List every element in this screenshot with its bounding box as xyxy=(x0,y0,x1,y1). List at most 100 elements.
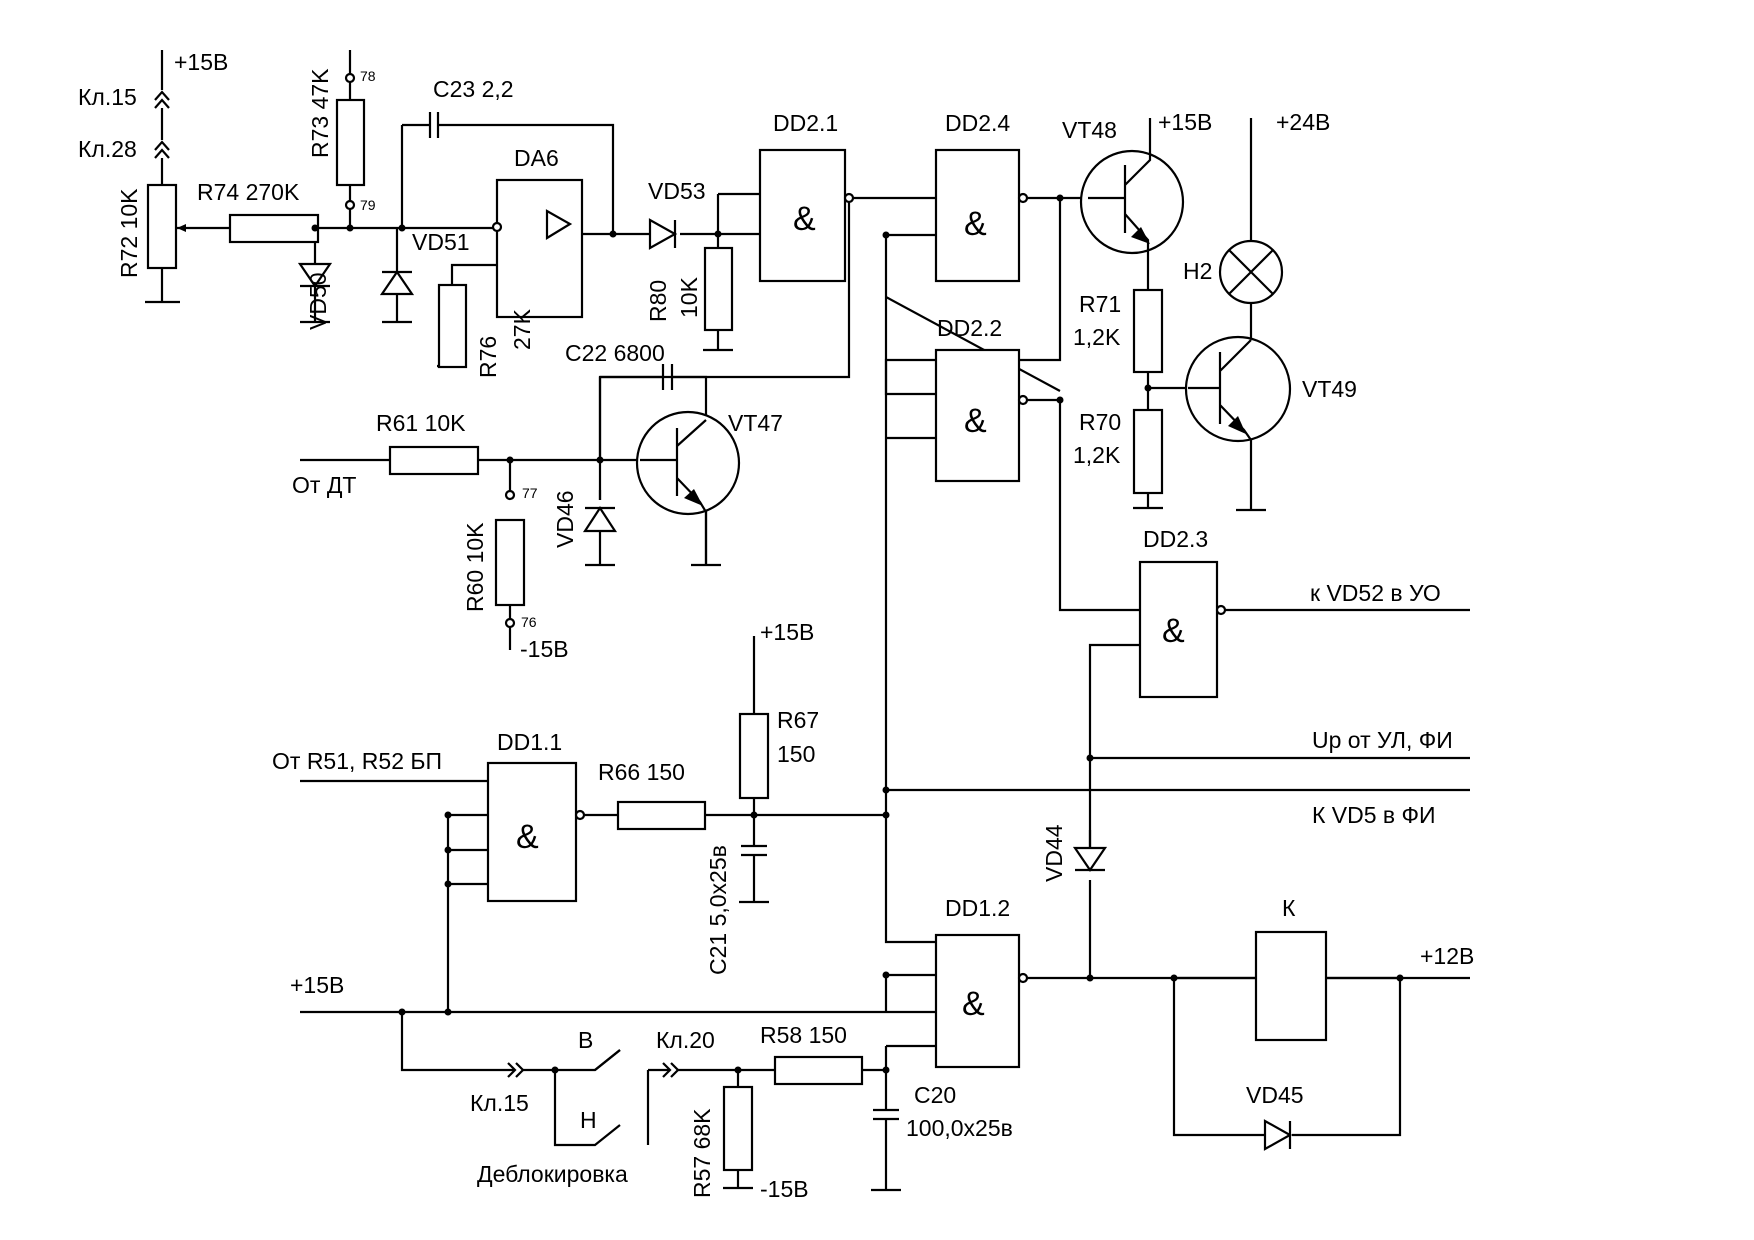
label-p15-r67: +15В xyxy=(760,619,814,645)
label-kl28: Кл.28 xyxy=(78,136,137,162)
label-ot-dt: От ДТ xyxy=(292,472,356,498)
dd2-4-gate xyxy=(934,148,1029,283)
and-symbol-dd2-1: & xyxy=(793,200,816,238)
c23-capacitor xyxy=(428,112,440,138)
label-r60: R60 10K xyxy=(462,522,488,612)
label-p15-top: +15В xyxy=(174,49,228,75)
label-r71: R71 xyxy=(1079,291,1121,317)
junctions-vt47 xyxy=(506,456,604,464)
vd45-diode xyxy=(1263,1119,1293,1151)
vt48-transistor xyxy=(1079,118,1185,290)
label-r71-value: 1,2K xyxy=(1073,324,1121,350)
wires-dd1-2 xyxy=(884,800,1470,1137)
label-r73: R73 47K xyxy=(307,68,333,158)
label-node-76: 76 xyxy=(521,614,537,630)
label-r61: R61 10K xyxy=(376,410,466,436)
label-da6: DA6 xyxy=(514,145,559,171)
label-vd53: VD53 xyxy=(648,178,706,204)
and-symbol-dd2-2: & xyxy=(964,402,987,440)
r72-potentiometer xyxy=(146,183,178,270)
label-sw-h: Н xyxy=(580,1107,597,1133)
label-vd51: VD51 xyxy=(412,229,470,255)
node-78 xyxy=(344,72,356,84)
r80-resistor xyxy=(703,246,734,332)
r57-resistor xyxy=(722,1085,754,1172)
r71-resistor xyxy=(1132,288,1164,374)
label-dd2-3: DD2.3 xyxy=(1143,526,1208,552)
r61-resistor xyxy=(388,445,480,476)
dd1-1-gate xyxy=(486,761,586,903)
label-p24: +24В xyxy=(1276,109,1330,135)
label-r57: R57 68K xyxy=(689,1108,715,1198)
label-c20: C20 xyxy=(914,1082,956,1108)
label-r76: R76 xyxy=(475,336,501,378)
label-r70: R70 xyxy=(1079,409,1121,435)
label-m15-r57: -15В xyxy=(760,1176,809,1202)
vd51-diode xyxy=(379,264,415,304)
label-r72: R72 10K xyxy=(116,188,142,278)
label-c21: C21 5,0x25в xyxy=(705,845,731,975)
label-r67: R67 xyxy=(777,707,819,733)
label-p15-vt48: +15В xyxy=(1158,109,1212,135)
wires-dd2-3 xyxy=(886,608,1470,850)
label-dd2-1: DD2.1 xyxy=(773,110,838,136)
label-vt49: VT49 xyxy=(1302,376,1357,402)
and-symbol-dd2-4: & xyxy=(964,205,987,243)
dd2-3-gate xyxy=(1138,560,1227,699)
label-deblock: Деблокировка xyxy=(477,1161,628,1187)
junction-r71-r70 xyxy=(1144,384,1152,392)
junctions-bottom xyxy=(398,1008,890,1074)
node-77 xyxy=(504,489,516,501)
r58-resistor xyxy=(773,1055,864,1086)
label-kl20: Кл.20 xyxy=(656,1027,715,1053)
junctions-flipflop xyxy=(714,194,1064,404)
r73-resistor xyxy=(335,98,366,187)
label-r80: R80 xyxy=(645,280,671,322)
node-76 xyxy=(504,617,516,629)
label-r80-value: 10K xyxy=(676,276,702,318)
vt49-transistor xyxy=(1184,335,1292,443)
label-r70-value: 1,2K xyxy=(1073,442,1121,468)
vd44-diode xyxy=(1072,830,1108,872)
node-79 xyxy=(344,199,356,211)
label-k: К xyxy=(1282,895,1296,921)
label-c23: C23 2,2 xyxy=(433,76,514,102)
label-p12: +12В xyxy=(1420,943,1474,969)
label-r74: R74 270K xyxy=(197,179,300,205)
label-r66: R66 150 xyxy=(598,759,685,785)
label-node-79: 79 xyxy=(360,197,376,213)
c20-capacitor xyxy=(873,1108,899,1121)
label-vt48: VT48 xyxy=(1062,117,1117,143)
vt47-transistor xyxy=(635,410,741,565)
label-h2: H2 xyxy=(1183,258,1212,284)
junctions-dd1-1 xyxy=(444,811,890,888)
dd1-2-gate xyxy=(934,933,1029,1069)
vd50-diode xyxy=(297,262,333,304)
r67-resistor xyxy=(738,712,770,800)
r70-resistor xyxy=(1132,408,1164,495)
and-symbol-dd1-2: & xyxy=(962,985,985,1023)
label-up-ul: Up от УЛ, ФИ xyxy=(1312,727,1453,753)
r74-resistor xyxy=(228,213,320,244)
deblock-switch-icon[interactable] xyxy=(594,1049,621,1071)
label-vd44: VD44 xyxy=(1041,824,1067,882)
label-dd1-2: DD1.2 xyxy=(945,895,1010,921)
junction-vd5 xyxy=(882,786,890,794)
wiper-arrow-icon xyxy=(177,224,186,232)
label-p15-left: +15В xyxy=(290,972,344,998)
dd2-2-gate xyxy=(934,348,1029,483)
label-vd50: VD50 xyxy=(305,272,331,330)
label-k-vd5: К VD5 в ФИ xyxy=(1312,802,1436,828)
label-kl15-bottom: Кл.15 xyxy=(470,1090,529,1116)
label-m15-r60: -15В xyxy=(520,636,569,662)
dd2-1-gate xyxy=(758,148,855,283)
label-node-77: 77 xyxy=(522,485,538,501)
vd46-diode xyxy=(582,505,618,533)
label-r67-value: 150 xyxy=(777,741,815,767)
label-c20-value: 100,0x25в xyxy=(906,1115,1013,1141)
label-r76-value: 27K xyxy=(509,308,535,350)
label-c22: C22 6800 xyxy=(565,340,665,366)
label-dd1-1: DD1.1 xyxy=(497,729,562,755)
and-symbol-dd2-3: & xyxy=(1162,612,1185,650)
r60-resistor xyxy=(494,518,526,607)
